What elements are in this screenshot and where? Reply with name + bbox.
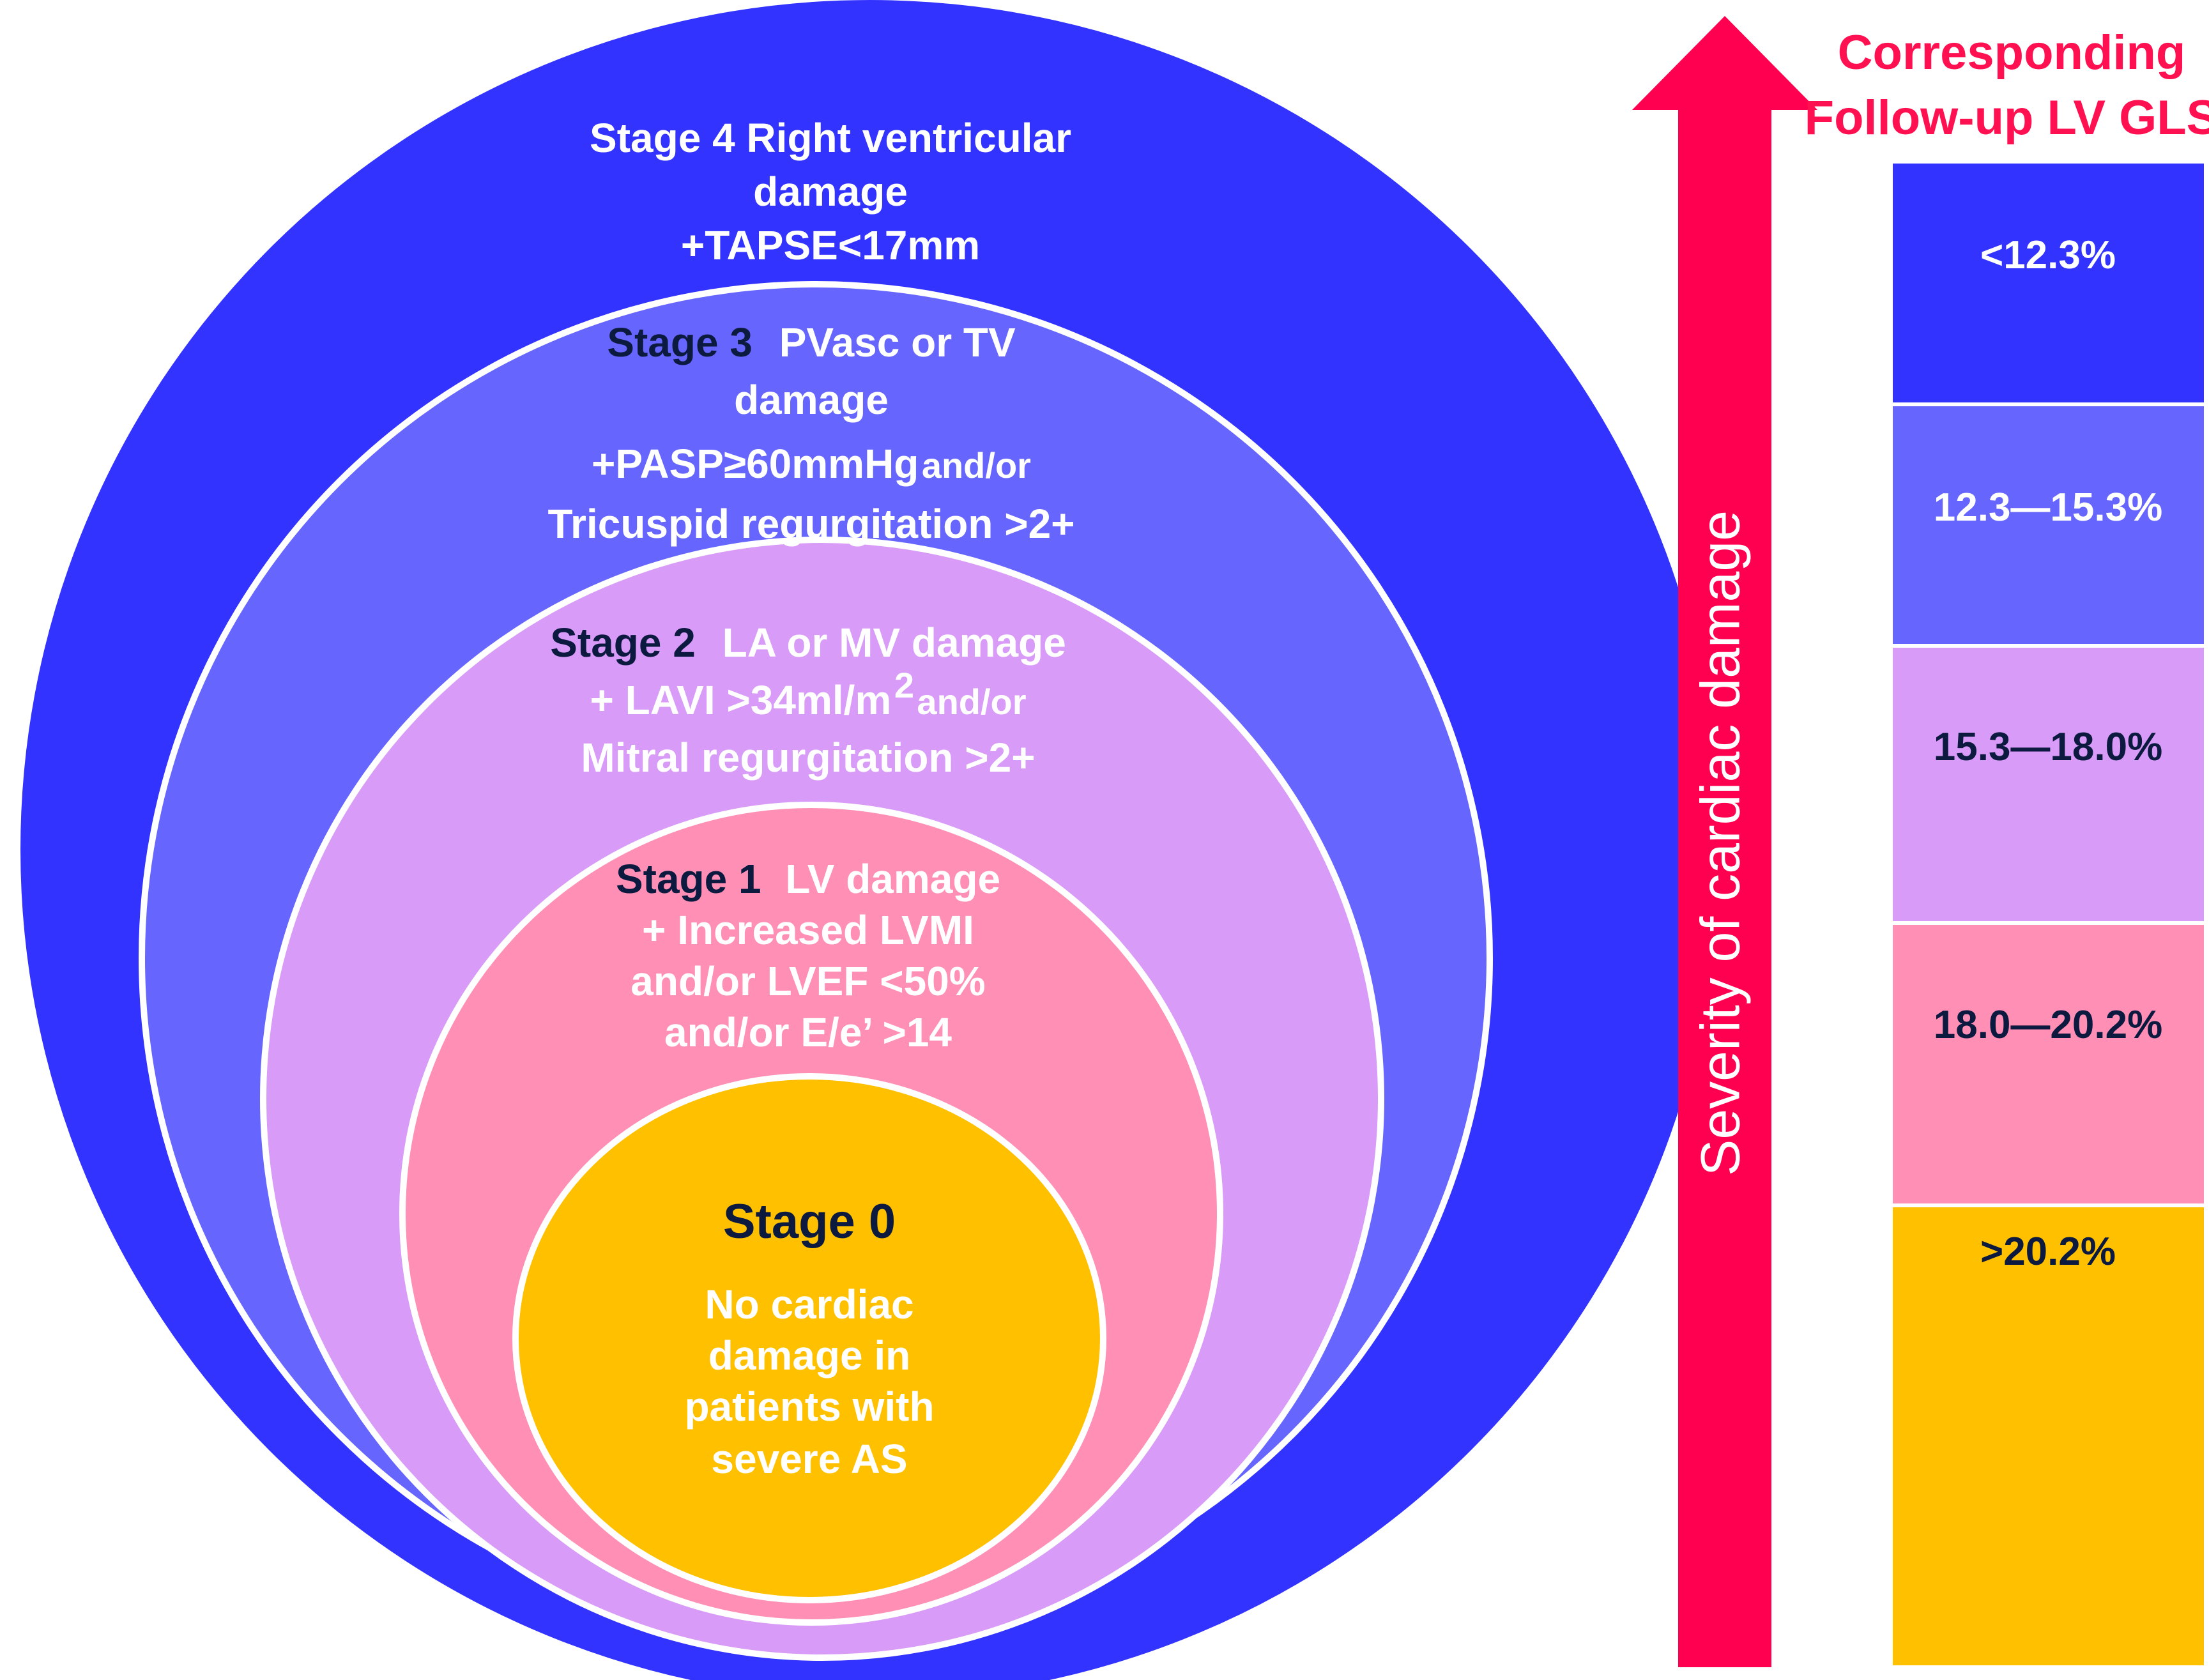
gls-box-2 — [1889, 402, 2208, 648]
gls-scale: <12.3% 12.3—15.3% 15.3—18.0% 18.0—20.2% … — [1889, 160, 2208, 1669]
stage2-superscript: 2 — [894, 665, 914, 705]
stage4-label: Stage 4 Right ventricular damage +TAPSE<… — [590, 115, 1071, 268]
gls-title-line2: Follow-up LV GLS — [1805, 91, 2209, 145]
stage4-line3: +TAPSE<17mm — [681, 222, 980, 268]
gls-title-line1: Corresponding — [1838, 26, 2186, 80]
stage3-line2: damage — [734, 377, 889, 423]
stage0-line1: No cardiac — [705, 1281, 913, 1327]
stage2-lavi: + LAVI >34ml/m — [590, 677, 891, 723]
stage4-line1: Stage 4 Right ventricular — [590, 115, 1071, 161]
stage2-line1: Stage 2 LA or MV damage — [550, 620, 1066, 666]
stage2-name: LA or MV damage — [722, 620, 1066, 666]
stage1-label: Stage 1 LV damage + Increased LVMI and/o… — [616, 856, 1000, 1055]
stage1-title: Stage 1 — [616, 856, 761, 902]
severity-arrow — [1632, 16, 1817, 1667]
stage3-line3: +PASP≥60mmHg and/or — [592, 441, 1031, 487]
stage3-line1: Stage 3 PVasc or TV — [607, 319, 1016, 365]
severity-arrow-label: Severity of cardiac damage — [1690, 510, 1752, 1176]
stage3-title: Stage 3 — [607, 319, 753, 365]
gls-title: Corresponding Follow-up LV GLS — [1805, 26, 2209, 145]
gls-box-1 — [1889, 160, 2208, 406]
stage3-line4: Tricuspid regurgitation >2+ — [547, 501, 1074, 547]
stage3-name: PVasc or TV — [779, 319, 1016, 365]
stage1-line1: Stage 1 LV damage — [616, 856, 1000, 902]
stage2-line3: Mitral regurgitation >2+ — [581, 735, 1035, 781]
stage3-label: Stage 3 PVasc or TV damage +PASP≥60mmHg … — [547, 319, 1074, 547]
gls-value-3: 15.3—18.0% — [1934, 725, 2162, 769]
stage3-pasp: +PASP≥60mmHg — [592, 441, 919, 487]
gls-value-4: 18.0—20.2% — [1934, 1003, 2162, 1047]
stage0-circle — [512, 1073, 1106, 1603]
stage2-title: Stage 2 — [550, 620, 696, 666]
stage2-line2: + LAVI >34ml/m 2 and/or — [590, 665, 1026, 723]
stage0-title: Stage 0 — [723, 1195, 896, 1249]
stage2-label: Stage 2 LA or MV damage + LAVI >34ml/m 2… — [550, 620, 1066, 781]
stage2-andor: and/or — [917, 682, 1026, 722]
stage1-line2: + Increased LVMI — [642, 907, 974, 953]
gls-box-5 — [1889, 1203, 2208, 1669]
gls-value-2: 12.3—15.3% — [1934, 485, 2162, 530]
stage3-andor: and/or — [922, 445, 1031, 485]
stage4-line2: damage — [753, 169, 908, 215]
stage1-name: LV damage — [785, 856, 1000, 902]
stage0-line3: patients with — [684, 1384, 934, 1430]
stage0-line2: damage in — [708, 1333, 911, 1378]
stage1-line4: and/or E/e’ >14 — [664, 1009, 952, 1055]
gls-value-1: <12.3% — [1980, 233, 2116, 277]
gls-box-4 — [1889, 921, 2208, 1207]
stage0-line4: severe AS — [711, 1436, 907, 1482]
gls-box-3 — [1889, 644, 2208, 925]
stage0-label: Stage 0 No cardiac damage in patients wi… — [684, 1195, 934, 1482]
stage1-line3: and/or LVEF <50% — [631, 958, 985, 1004]
gls-value-5: >20.2% — [1980, 1230, 2116, 1274]
